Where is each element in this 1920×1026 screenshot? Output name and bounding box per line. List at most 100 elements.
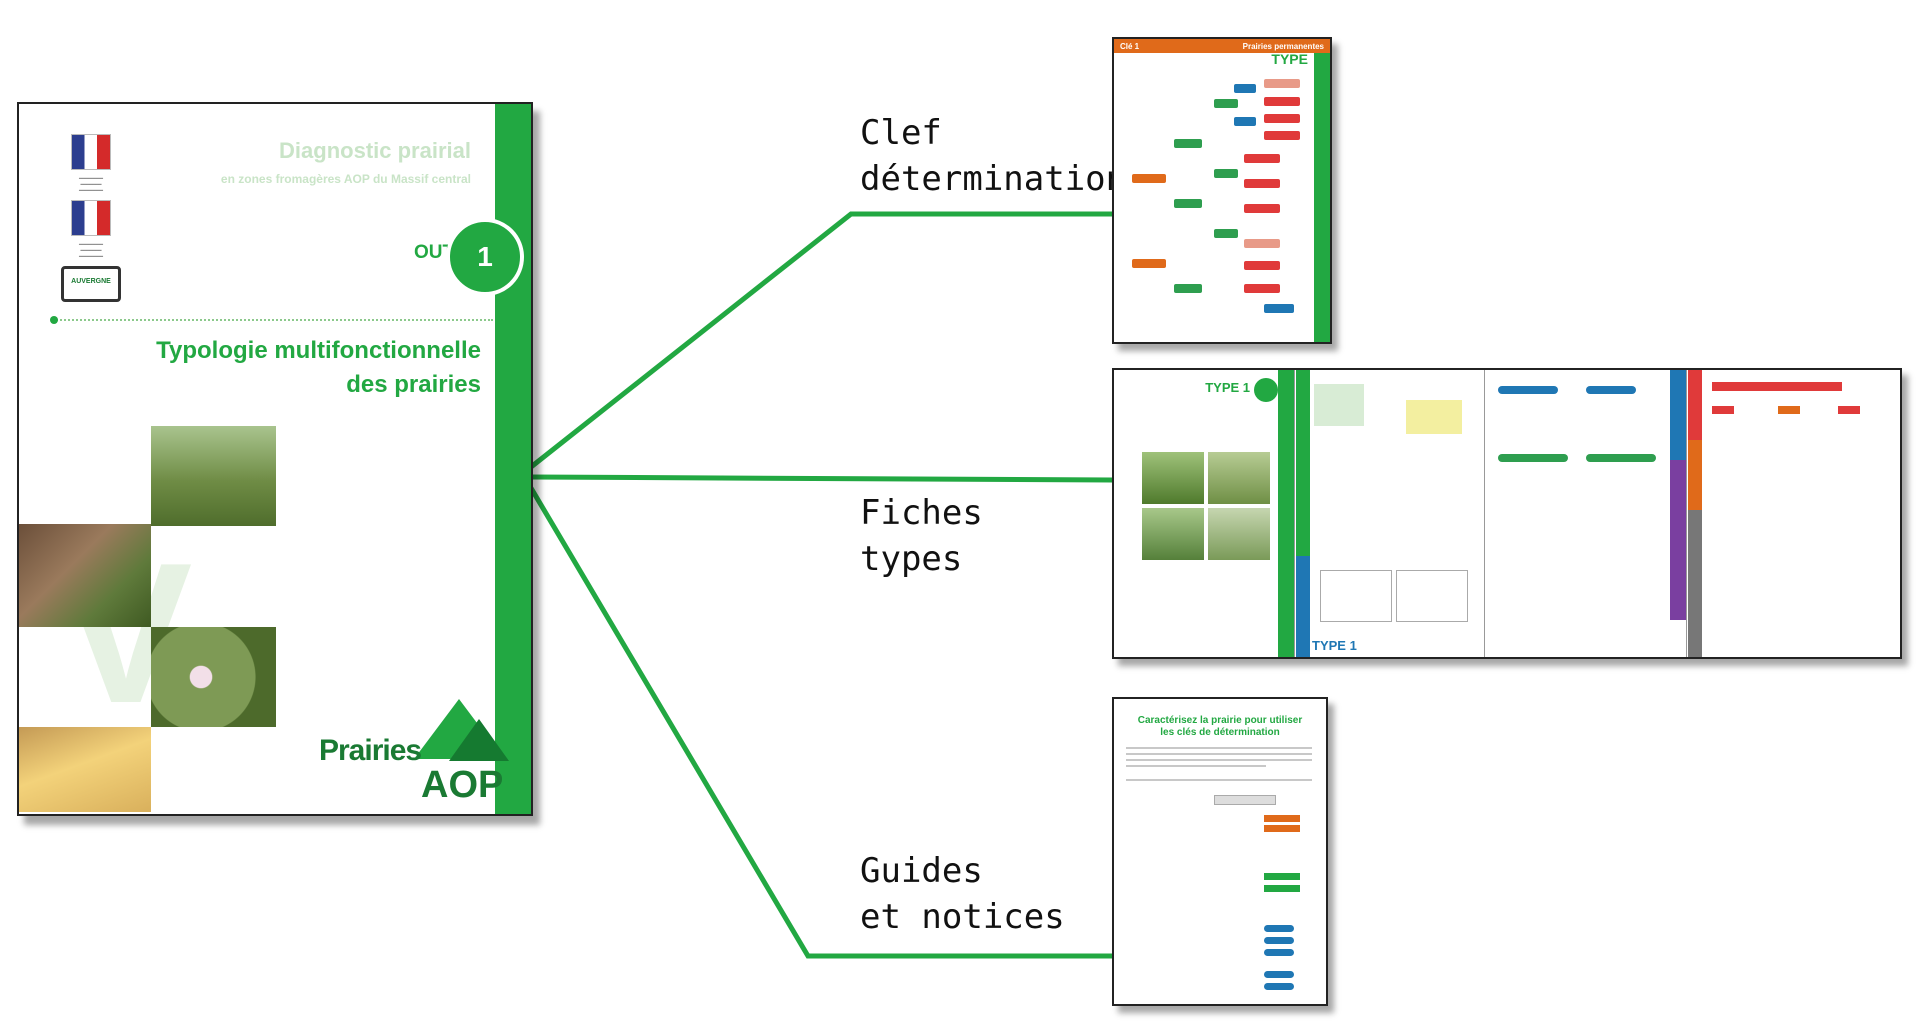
fiche-page-4 bbox=[1688, 370, 1900, 657]
cle-header-right: Prairies permanentes bbox=[1242, 41, 1324, 51]
label-clef-line-2: détermination bbox=[860, 159, 1127, 199]
fiche-page-1: TYPE 1 bbox=[1114, 370, 1295, 657]
cle-node bbox=[1132, 259, 1166, 268]
label-guides-line-2: et notices bbox=[860, 897, 1065, 937]
cle-node bbox=[1174, 139, 1202, 148]
thumbnail-clef: Clé 1 Prairies permanentes TYPE bbox=[1112, 37, 1332, 344]
fiche-left-red bbox=[1688, 370, 1702, 440]
cle-type-column bbox=[1314, 53, 1330, 342]
label-fiches: Fiches types bbox=[860, 490, 983, 582]
cle-node bbox=[1264, 79, 1300, 88]
cow-photo bbox=[19, 524, 151, 627]
fiche-photo bbox=[1142, 452, 1204, 504]
brand-aop: AOP bbox=[421, 764, 504, 806]
label-guides: Guides et notices bbox=[860, 848, 1065, 940]
cle-node bbox=[1174, 199, 1202, 208]
fiche-line-chart bbox=[1320, 570, 1392, 622]
cover-document: ━━━━━━━━━━━━━━━━━━━━━━━ ━━━━━━━━━━━━━━━━… bbox=[17, 102, 533, 816]
cle-node bbox=[1234, 84, 1256, 93]
cle-header: Clé 1 Prairies permanentes bbox=[1114, 39, 1330, 53]
guides-orange-tag bbox=[1264, 815, 1300, 822]
cover-heading: Typologie multifonctionnelle des prairie… bbox=[156, 334, 481, 402]
flower-photo bbox=[151, 627, 276, 727]
cle-node bbox=[1244, 261, 1280, 270]
thumbnail-guides: Caractérisez la prairie pour utiliser le… bbox=[1112, 697, 1328, 1006]
fiche-line-chart bbox=[1396, 570, 1468, 622]
guides-text-line bbox=[1126, 753, 1312, 755]
connector-guides bbox=[528, 485, 1115, 959]
cle-node bbox=[1264, 114, 1300, 123]
guides-input-box bbox=[1214, 795, 1276, 805]
guides-text-line bbox=[1126, 765, 1266, 767]
fiche-green-pill bbox=[1498, 454, 1568, 462]
cle-node bbox=[1214, 99, 1238, 108]
fiche-left-grey bbox=[1688, 510, 1702, 657]
label-fiches-line-2: types bbox=[860, 539, 963, 579]
cle-node bbox=[1264, 304, 1294, 313]
cle-type-label: TYPE bbox=[1271, 51, 1308, 67]
label-clef-line-1: Clef bbox=[860, 113, 942, 153]
cover-heading-line-2: des prairies bbox=[346, 371, 481, 398]
fiche-orange-tag bbox=[1778, 406, 1800, 414]
mountain-logo-shape-2 bbox=[449, 719, 509, 761]
logo-caption-lines: ━━━━━━━━━━━━━━━━━━━━━━━ bbox=[78, 176, 104, 194]
label-fiches-line-1: Fiches bbox=[860, 493, 983, 533]
fiche-blue-pill bbox=[1498, 386, 1558, 394]
connector-clef bbox=[528, 211, 1115, 470]
separator-dot bbox=[50, 316, 58, 324]
cle-node bbox=[1244, 284, 1280, 293]
cover-title: Diagnostic prairial bbox=[279, 138, 471, 163]
guides-title: Caractérisez la prairie pour utiliser le… bbox=[1137, 715, 1303, 738]
fiche-photo bbox=[1208, 508, 1270, 560]
cover-title-block: Diagnostic prairial en zones fromagères … bbox=[221, 138, 471, 186]
brand-prairies: Prairies bbox=[319, 734, 422, 767]
fiche-blue-bar bbox=[1296, 556, 1310, 657]
cover-heading-line-1: Typologie multifonctionnelle bbox=[156, 337, 481, 364]
guides-blue-pill bbox=[1264, 949, 1294, 956]
fiche-blue-pill bbox=[1586, 386, 1636, 394]
fiche-right-purple bbox=[1670, 460, 1686, 620]
ministry-logo bbox=[71, 200, 111, 236]
guides-text-line bbox=[1126, 779, 1312, 781]
guides-blue-pill bbox=[1264, 971, 1294, 978]
cle-node bbox=[1214, 229, 1238, 238]
cle-node bbox=[1174, 284, 1202, 293]
label-clef: Clef détermination bbox=[860, 110, 1126, 202]
fiche-right-blue bbox=[1670, 370, 1686, 460]
guides-blue-pill bbox=[1264, 983, 1294, 990]
fiche-type-badge bbox=[1254, 378, 1278, 402]
cover-logos: ━━━━━━━━━━━━━━━━━━━━━━━ ━━━━━━━━━━━━━━━━… bbox=[51, 134, 131, 302]
guides-text-line bbox=[1126, 759, 1312, 761]
guides-blue-pill bbox=[1264, 937, 1294, 944]
fiche-page-2: TYPE 1 bbox=[1296, 370, 1485, 657]
fiche-green-pill bbox=[1586, 454, 1656, 462]
guides-green-tag bbox=[1264, 873, 1300, 880]
cle-node bbox=[1214, 169, 1238, 178]
guides-orange-tag bbox=[1264, 825, 1300, 832]
label-guides-line-1: Guides bbox=[860, 851, 983, 891]
cle-node bbox=[1244, 154, 1280, 163]
cle-node bbox=[1264, 131, 1300, 140]
fiche-page-3 bbox=[1486, 370, 1687, 657]
fiche-side-bar bbox=[1278, 370, 1294, 657]
guides-text-line bbox=[1126, 747, 1312, 749]
fiche-green-block bbox=[1314, 384, 1364, 426]
cle-node bbox=[1244, 204, 1280, 213]
fiche-red-tag bbox=[1838, 406, 1860, 414]
fiche-footer-type: TYPE 1 bbox=[1312, 638, 1357, 653]
cle-node bbox=[1234, 117, 1256, 126]
cheese-photo bbox=[19, 727, 151, 812]
republic-logo bbox=[71, 134, 111, 170]
fiche-photo bbox=[1142, 508, 1204, 560]
fiche-red-tag bbox=[1712, 406, 1734, 414]
cle-node bbox=[1244, 239, 1280, 248]
fiche-red-header bbox=[1712, 382, 1842, 391]
auvergne-logo: AUVERGNE bbox=[61, 266, 121, 302]
cle-node bbox=[1132, 174, 1166, 183]
connector-fiches bbox=[528, 474, 1115, 483]
fiche-bar-chart bbox=[1406, 400, 1462, 434]
dotted-separator bbox=[53, 319, 493, 321]
logo-caption-lines-2: ━━━━━━━━━━━━━━━━━━━━━━━ bbox=[78, 242, 104, 260]
guides-green-tag bbox=[1264, 885, 1300, 892]
